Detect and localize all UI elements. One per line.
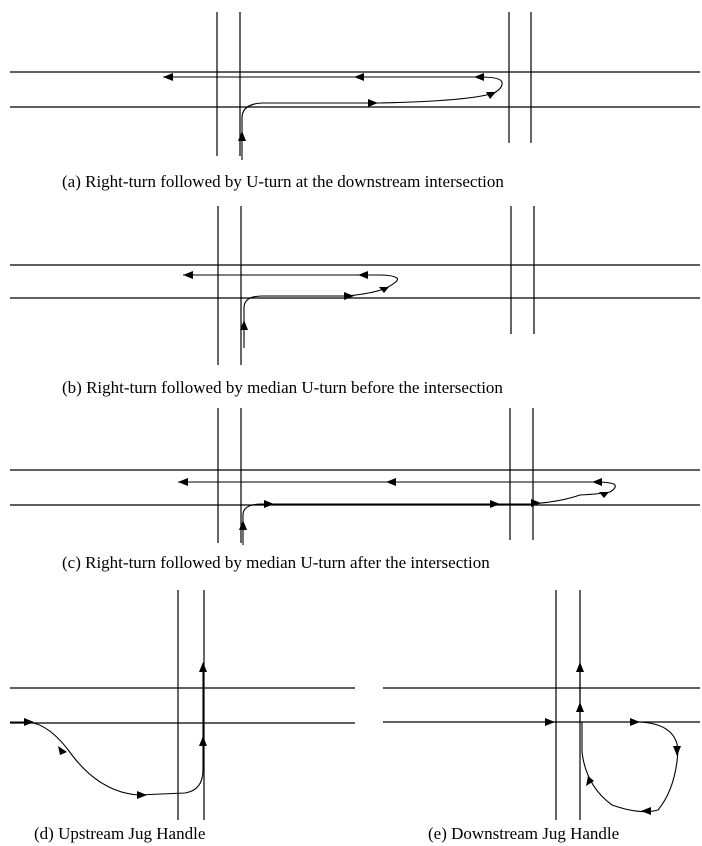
panel-b-arrow-up <box>240 320 248 330</box>
panel-c-arrow-up <box>239 520 247 530</box>
panel-b-arrow-right <box>344 292 354 300</box>
panel-d: (d) Upstream Jug Handle <box>10 590 355 843</box>
panel-d-arrow-right <box>24 718 34 726</box>
panel-c-arrow-right-2 <box>490 500 500 508</box>
panel-c-arrow-left-2 <box>386 478 396 486</box>
panel-a: (a) Right-turn followed by U-turn at the… <box>10 12 700 191</box>
caption-b: (b) Right-turn followed by median U-turn… <box>62 378 503 397</box>
panel-e-arrow-right-1 <box>545 718 555 726</box>
panel-b-arrow-left-1 <box>358 271 368 279</box>
panel-e-arrow-up-2 <box>576 662 584 672</box>
panel-c-arrow-left-1 <box>592 478 602 486</box>
panel-c-arrow-right-3 <box>531 499 541 507</box>
panel-a-arrow-left-3 <box>163 73 173 81</box>
panel-b-roads <box>10 206 700 365</box>
panel-a-arrow-turn <box>486 92 496 99</box>
panel-e-arrow-right-2 <box>630 718 640 726</box>
panel-d-arrow-up-1 <box>199 736 207 746</box>
panel-c-arrow-turn <box>599 492 609 498</box>
panel-a-arrow-left-1 <box>474 73 484 81</box>
panel-b-arrow-turn <box>379 287 389 293</box>
panel-e-vehicle-path <box>383 662 681 815</box>
panel-e: (e) Downstream Jug Handle <box>383 590 700 843</box>
panel-e-arrow-down <box>673 746 681 756</box>
panel-e-arrow-curve-left <box>641 807 651 815</box>
caption-d: (d) Upstream Jug Handle <box>34 824 205 843</box>
panel-c-vehicle-path <box>178 478 616 545</box>
panel-d-vehicle-path <box>10 662 207 799</box>
panel-c-roads <box>10 408 700 543</box>
panel-d-roads <box>10 590 355 820</box>
panel-d-arrow-curve-down <box>58 746 67 755</box>
panel-e-arrow-curve-up <box>586 776 594 786</box>
panel-d-arrow-curve-right <box>137 791 147 799</box>
panel-a-arrow-right <box>368 99 378 107</box>
panel-a-vehicle-path <box>163 73 503 160</box>
panel-a-arrow-left-2 <box>354 73 364 81</box>
panel-d-arrow-up-2 <box>199 662 207 672</box>
panel-c: (c) Right-turn followed by median U-turn… <box>10 408 700 572</box>
panel-b: (b) Right-turn followed by median U-turn… <box>10 206 700 397</box>
caption-c: (c) Right-turn followed by median U-turn… <box>62 553 490 572</box>
panel-c-arrow-right-1 <box>264 500 274 508</box>
panel-e-arrow-up-1 <box>576 702 584 712</box>
caption-e: (e) Downstream Jug Handle <box>428 824 619 843</box>
caption-a: (a) Right-turn followed by U-turn at the… <box>62 172 504 191</box>
panel-a-arrow-up <box>238 131 246 141</box>
panel-b-arrow-left-2 <box>183 271 193 279</box>
panel-c-arrow-left-3 <box>178 478 188 486</box>
panel-b-vehicle-path <box>183 271 399 348</box>
panel-a-roads <box>10 12 700 156</box>
panel-e-roads <box>383 590 700 820</box>
